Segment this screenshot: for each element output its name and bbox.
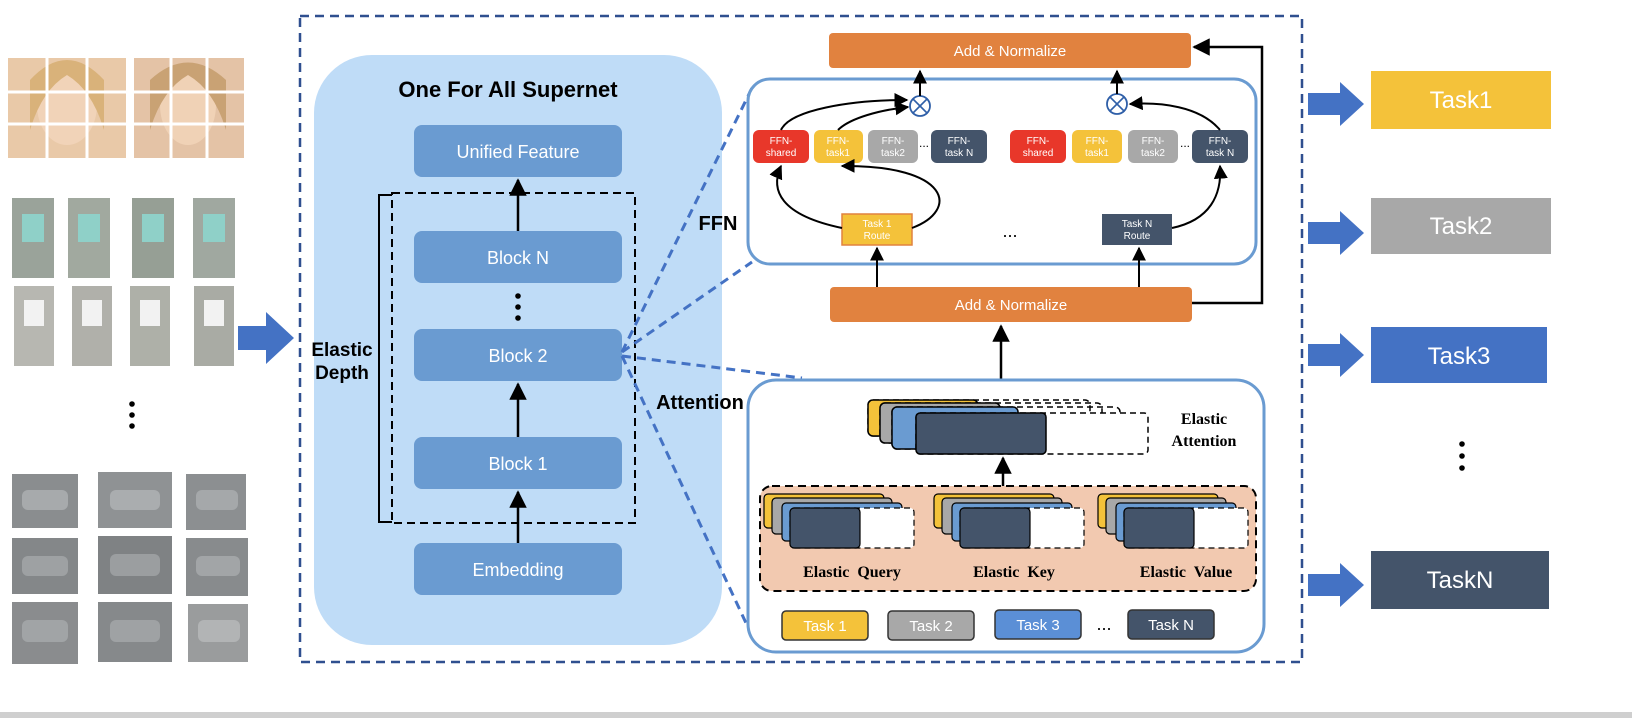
ffn-shared-label-2b: shared xyxy=(1023,148,1054,159)
ffn-taskn-label-2b: task N xyxy=(1206,148,1234,159)
output-task1-box xyxy=(1371,71,1551,129)
blocks-ellipsis xyxy=(515,293,521,321)
face-image-1 xyxy=(8,58,126,158)
task-chip-3 xyxy=(994,609,1082,640)
output-task2-label: Task2 xyxy=(1430,213,1493,240)
taskn-route-box xyxy=(1102,214,1172,245)
zoom-connectors xyxy=(620,87,803,637)
task-chip-n-label: Task N xyxy=(1148,617,1194,634)
input-arrow xyxy=(238,312,294,364)
block-1-label: Block 1 xyxy=(488,454,547,474)
elastic-value-stack xyxy=(1097,493,1249,549)
embedding-box xyxy=(414,543,622,595)
elastic-depth-label-1: Elastic xyxy=(311,340,373,361)
ffn-shared-box-1 xyxy=(753,130,809,163)
task-chip-1 xyxy=(781,610,869,641)
bottom-scroll-bar xyxy=(0,712,1632,718)
elastic-attention-stack xyxy=(867,399,1149,455)
ffn-label: FFN xyxy=(699,213,738,235)
ffn-task2-label-1a: FFN- xyxy=(882,136,905,147)
ffn-shared-label-2a: FFN- xyxy=(1027,136,1050,147)
elastic-query-stack xyxy=(763,493,915,549)
add-normalize-top-label: Add & Normalize xyxy=(954,43,1067,60)
ffn-ellipsis-2: ... xyxy=(1180,136,1190,150)
unified-feature-label: Unified Feature xyxy=(456,142,579,162)
output-taskn-label: TaskN xyxy=(1427,567,1494,594)
embedding-label: Embedding xyxy=(472,560,563,580)
ffn-task1-label-2b: task1 xyxy=(1085,148,1109,159)
ffn-task2-box-1 xyxy=(868,130,918,163)
elastic-query-label: Elastic Query xyxy=(803,564,901,581)
output-ellipsis xyxy=(1459,441,1465,471)
ffn-shared-label-1a: FFN- xyxy=(770,136,793,147)
multiply-icon-1 xyxy=(909,95,931,117)
task-chip-1-label: Task 1 xyxy=(803,618,846,635)
output-arrows xyxy=(1308,82,1364,607)
task1-route-label-a: Task 1 xyxy=(863,219,892,230)
block-n-box xyxy=(414,231,622,283)
elastic-key-stack xyxy=(933,493,1085,549)
supernet-title: One For All Supernet xyxy=(398,77,618,102)
ffn-task1-label-1a: FFN- xyxy=(827,136,850,147)
output-taskn-box xyxy=(1371,551,1549,609)
elastic-key-label: Elastic Key xyxy=(973,564,1055,581)
ffn-taskn-box-2 xyxy=(1192,130,1248,163)
ffn-task2-label-2b: task2 xyxy=(1141,148,1165,159)
ffn-task2-label-1b: task2 xyxy=(881,148,905,159)
block-n-label: Block N xyxy=(487,248,549,268)
ffn-task2-box-2 xyxy=(1128,130,1178,163)
attention-label: Attention xyxy=(656,392,744,414)
elastic-depth-label-2: Depth xyxy=(315,363,369,384)
ffn-taskn-box-1 xyxy=(931,130,987,163)
person-images xyxy=(12,198,235,366)
unified-feature-box xyxy=(414,125,622,177)
ffn-taskn-label-2a: FFN- xyxy=(1209,136,1232,147)
residual-skip-arrow xyxy=(1192,38,1264,305)
output-task3-box xyxy=(1371,327,1547,383)
elastic-depth-bracket xyxy=(378,194,392,523)
ffn-group-2: FFN- shared FFN- task1 FFN- task2 ... FF… xyxy=(1010,130,1248,163)
output-task3-label: Task3 xyxy=(1428,343,1491,370)
ffn-group-1: FFN- shared FFN- task1 FFN- task2 ... FF… xyxy=(753,130,987,163)
ffn-shared-box-2 xyxy=(1010,130,1066,163)
elastic-attention-label-2: Attention xyxy=(1172,433,1237,450)
taskn-route-label-b: Route xyxy=(1124,231,1151,242)
vertical-ellipsis xyxy=(129,401,135,429)
ffn-taskn-label-1b: task N xyxy=(945,148,973,159)
output-task1-label: Task1 xyxy=(1430,87,1493,114)
block-2-box xyxy=(414,329,622,381)
elastic-attention-label-1: Elastic xyxy=(1181,411,1227,428)
add-normalize-top-box xyxy=(829,33,1191,68)
task-chip-3-label: Task 3 xyxy=(1016,617,1059,634)
task1-route-label-b: Route xyxy=(864,231,891,242)
face-image-2 xyxy=(134,58,244,158)
main-dashed-frame xyxy=(298,14,1304,664)
task-chip-2-label: Task 2 xyxy=(909,618,952,635)
task-chips-ellipsis: ... xyxy=(1096,614,1111,634)
multiply-icon-2 xyxy=(1106,93,1128,115)
elastic-value-label: Elastic Value xyxy=(1140,564,1232,581)
task-chip-n xyxy=(1127,609,1215,640)
ffn-shared-label-1b: shared xyxy=(766,148,797,159)
block-2-label: Block 2 xyxy=(488,346,547,366)
ffn-task2-label-2a: FFN- xyxy=(1142,136,1165,147)
ffn-task1-box-2 xyxy=(1072,130,1122,163)
input-images xyxy=(8,58,248,664)
task-chip-2 xyxy=(887,610,975,641)
taskn-route-label-a: Task N xyxy=(1122,219,1153,230)
add-normalize-mid-box xyxy=(830,287,1192,322)
block-1-box xyxy=(414,437,622,489)
ffn-ellipsis-1: ... xyxy=(919,136,929,150)
ffn-taskn-label-1a: FFN- xyxy=(948,136,971,147)
ffn-task1-label-2a: FFN- xyxy=(1086,136,1109,147)
car-images xyxy=(12,472,248,664)
add-normalize-mid-label: Add & Normalize xyxy=(955,297,1068,314)
task1-route-box xyxy=(841,213,913,246)
output-task2-box xyxy=(1371,198,1551,254)
routes-ellipsis: ... xyxy=(1002,221,1017,241)
ffn-task1-label-1b: task1 xyxy=(826,148,850,159)
ffn-task1-box-1 xyxy=(814,130,863,163)
ffn-routing-arrows xyxy=(769,69,1228,287)
